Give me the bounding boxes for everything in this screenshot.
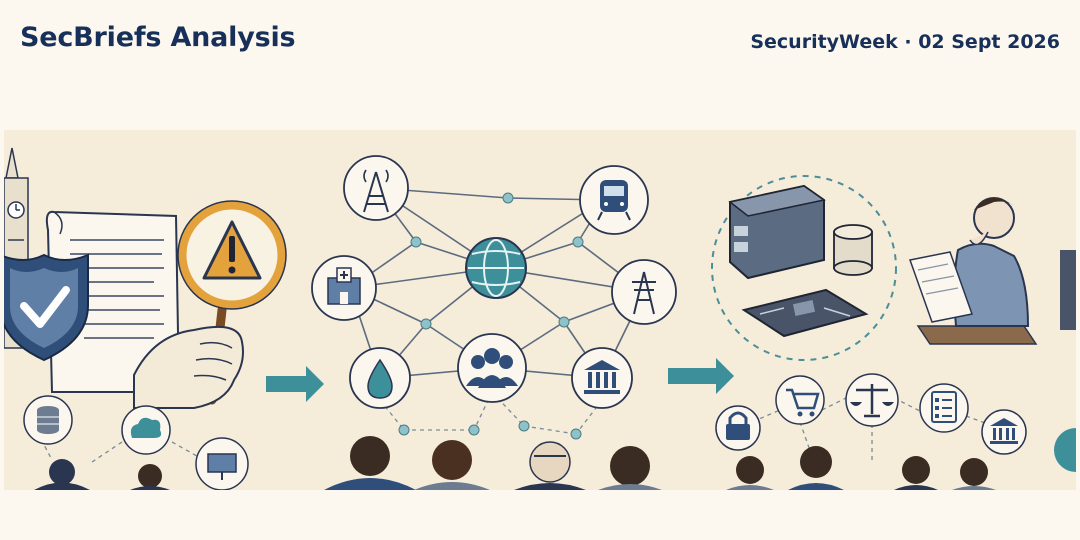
critical-infrastructure-network-panel — [311, 155, 677, 490]
people-group-icon — [457, 333, 527, 403]
flow-arrow-2 — [668, 358, 734, 394]
globe-icon — [465, 237, 527, 299]
bank-building-icon — [981, 409, 1027, 455]
government-building-icon — [571, 347, 633, 409]
people-illustration-left — [34, 459, 170, 490]
padlock-icon — [715, 405, 761, 451]
server-icon — [728, 184, 826, 280]
power-pylon-icon — [611, 259, 677, 325]
water-drop-icon — [349, 347, 411, 409]
people-illustration-middle — [324, 436, 662, 490]
train-icon — [579, 165, 649, 235]
shield-check-icon — [4, 253, 89, 362]
monitor-icon — [195, 437, 249, 490]
hand-illustration — [133, 326, 244, 409]
cloud-icon — [121, 405, 171, 455]
radio-tower-icon — [343, 155, 409, 221]
policy-warning-panel — [4, 147, 287, 490]
hero-illustration — [4, 130, 1076, 490]
hospital-icon — [311, 255, 377, 321]
flow-arrow-1 — [266, 366, 324, 402]
page-title: SecBriefs Analysis — [20, 22, 296, 53]
source-date-label: SecurityWeek · 02 Sept 2026 — [750, 31, 1060, 53]
clipboard-checklist-icon — [919, 383, 969, 433]
people-illustration-right — [726, 446, 996, 490]
analyst-person-icon — [909, 197, 1076, 345]
circuit-board-icon — [741, 288, 869, 338]
cylinder-device-icon — [833, 224, 873, 276]
database-icon — [23, 395, 73, 445]
scales-icon — [845, 373, 899, 427]
shopping-cart-icon — [775, 375, 825, 425]
hardware-analyst-panel — [711, 175, 1076, 490]
